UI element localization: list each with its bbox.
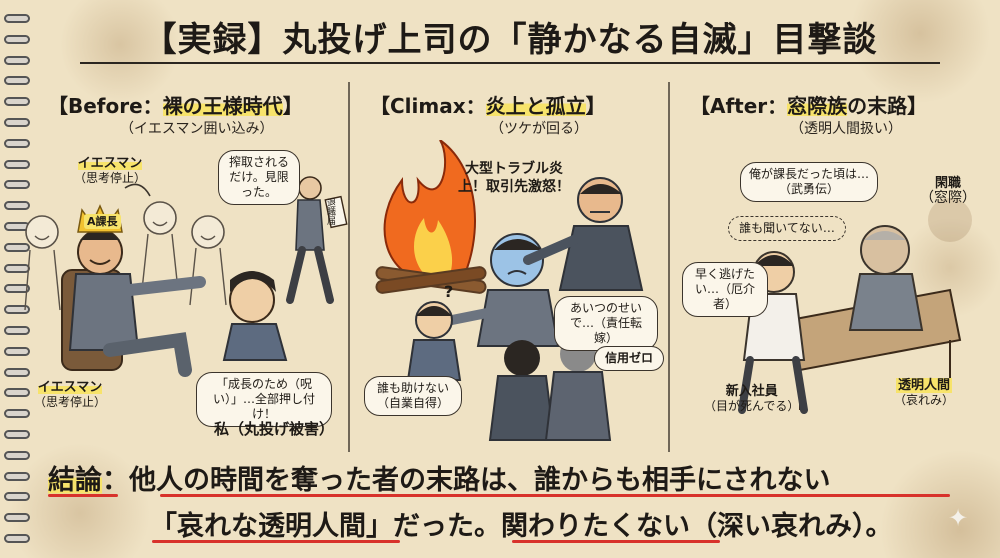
me-label: 私（丸投げ被害） [214, 420, 335, 438]
spiral-ring [4, 346, 30, 356]
spiral-ring [4, 76, 30, 86]
title-underline [80, 62, 940, 64]
spiral-ring [4, 326, 30, 335]
spiral-ring [4, 14, 30, 23]
spiral-ring [4, 513, 30, 523]
spiral-ring [4, 242, 30, 252]
bubble-blame: あいつのせいで…（責任転嫁） [554, 296, 658, 351]
bubble-zero-trust: 信用ゼロ [594, 346, 664, 371]
spiral-ring [4, 180, 30, 190]
spiral-ring [4, 471, 30, 481]
spiral-ring [4, 159, 30, 169]
spiral-ring [4, 492, 30, 502]
conclusion-line-1: 結論：他人の時間を奪った者の末路は、誰からも相手にされない [48, 465, 831, 496]
bubble-nobody-helps: 誰も助けない（自業自得） [364, 376, 462, 416]
spiral-ring [4, 450, 30, 460]
invisible-man-label: 透明人間（哀れみ） [894, 378, 955, 407]
yesman-label-bottom: イエスマン（思考停止） [34, 380, 107, 409]
question-mark: ? [444, 282, 454, 301]
spiral-ring [4, 34, 30, 44]
sparkle-icon: ✦ [948, 504, 969, 532]
panel-climax-subheading: （ツケが回る） [490, 121, 588, 137]
bubble-exploited: 搾取されるだけ。見限った。 [218, 150, 300, 205]
sidelined-label: 閑職（窓際） [920, 176, 976, 206]
panel-before-heading: 【Before：裸の王様時代】 [48, 94, 303, 118]
yesman-label-top: イエスマン（思考停止） [74, 156, 147, 185]
spiral-ring [4, 534, 30, 543]
spiral-ring [4, 97, 30, 107]
bubble-forced-tasks: 「成長のため（呪い）」…全部押し付け！ [196, 372, 332, 427]
spiral-ring [4, 118, 30, 127]
bubble-want-to-escape: 早く逃げたい…（厄介者） [682, 262, 768, 317]
conclusion-line-1-underline [160, 494, 950, 497]
panel-divider-1 [348, 82, 350, 452]
bubble-nobody-listens: 誰も聞いてない… [728, 216, 846, 241]
resignation-letter-label: 退職届 [325, 198, 335, 225]
page-title: 【実録】丸投げ上司の「静かなる自滅」目撃談 [142, 20, 878, 60]
conclusion-line-2-underline-a [152, 540, 400, 543]
newbie-label: 新入社員（目が死んでる） [704, 384, 800, 413]
crown-label: A課長 [84, 214, 121, 229]
spiral-ring [4, 409, 30, 419]
spiral-ring [4, 201, 30, 211]
panel-divider-2 [668, 82, 670, 452]
panel-before-subheading: （イエスマン囲い込み） [120, 121, 274, 137]
conclusion-line-2-underline-b [512, 540, 720, 543]
spiral-ring [4, 284, 30, 294]
bubble-big-trouble: 大型トラブル炎上！取引先激怒！ [458, 161, 570, 195]
spiral-ring [4, 55, 30, 65]
conclusion-line-2: 「哀れな透明人間」だった。関わりたくない（深い哀れみ）。 [150, 511, 893, 542]
spiral-ring [4, 388, 30, 398]
spiral-ring [4, 305, 30, 315]
bubble-war-stories: 俺が課長だった頃は…（武勇伝） [740, 162, 878, 202]
spiral-ring [4, 138, 30, 148]
spiral-ring [4, 367, 30, 377]
panel-climax-heading: 【Climax：炎上と孤立】 [370, 94, 606, 118]
conclusion-label-underline [48, 494, 118, 497]
panel-after-subheading: （透明人間扱い） [790, 121, 902, 137]
spiral-binding [0, 0, 34, 558]
fire-icon [383, 140, 476, 281]
spiral-ring [4, 430, 30, 439]
panel-after-heading: 【After：窓際族の末路】 [690, 94, 928, 118]
